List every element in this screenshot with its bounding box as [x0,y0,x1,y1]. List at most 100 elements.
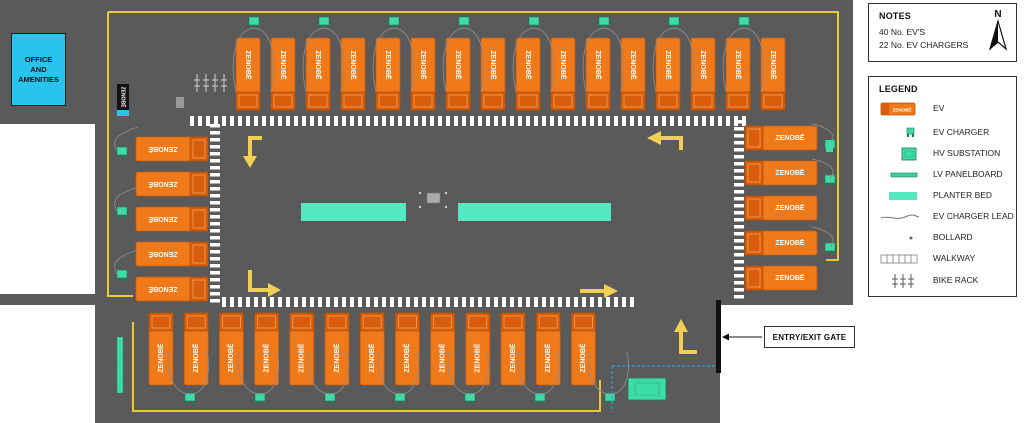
ev-charger-leg [396,25,398,28]
ev-brand-label: ZENOBĒ [699,50,707,80]
walkway-east [734,120,744,299]
ev-vehicle: ZENOBĒ [359,312,385,386]
ev-charger-leg [536,25,538,28]
walkway-stripe [210,299,220,303]
ev-brand-label: ZENOBĒ [349,50,357,80]
walkway-stripe [294,116,298,126]
walkway-stripe [734,197,744,201]
ev-cab [340,91,366,111]
office-label-line2: AND [30,64,47,74]
ev-charger-lead [302,27,325,93]
walkway-stripe [734,274,744,278]
ev-vehicle: ZENOBĒ [515,37,541,111]
walkway-stripe [702,116,706,126]
ev-charger-lead [722,27,745,93]
ev-brand-label: ZENOBĒ [148,145,178,153]
note-ev-count: 40 No. EV'S [879,27,926,37]
ev-brand-label: ZENOBĒ [559,50,567,80]
ev-cab [571,312,596,332]
legend-item-lv-panelboard: LV PANELBOARD [869,165,1016,185]
walkway-stripe [286,116,290,126]
walkway-stripe [598,116,602,126]
walkway-stripe [254,297,258,307]
central-equipment [426,192,441,204]
walkway-stripe [318,116,322,126]
ev-cab-window [468,315,488,329]
ev-charger [598,16,610,28]
ev-charger [184,392,196,404]
ev-vehicle: ZENOBĒ [744,195,818,221]
ev-charger [248,16,260,28]
ev-cab [359,312,385,332]
ev-brand-label: ZENOBĒ [734,50,742,80]
bike-rack [194,74,227,92]
legend-label-walkway: WALKWAY [933,253,976,263]
walkway-stripe [358,116,362,126]
walkway-stripe [462,116,466,126]
ev-charger-lead [189,351,209,395]
off-site-area [720,305,860,423]
walkway-stripe [278,116,282,126]
yellow-boundary-line-south [132,322,601,412]
ev-cab-window [483,94,503,108]
ev-cab-window [378,94,398,108]
ev-cab-window [186,315,206,329]
walkway-stripe [734,211,744,215]
ev-vehicle: ZENOBĒ [725,37,751,111]
walkway-stripe [210,285,220,289]
note-charger-count: 22 No. EV CHARGERS [879,40,969,50]
walkway-stripe [510,297,514,307]
hv-substation-symbol-icon [901,147,917,161]
ev-vehicle: ZENOBĒ [135,206,209,232]
entry-exit-gate-label: ENTRY/EXIT GATE [764,326,855,348]
walkway-stripe [366,116,370,126]
ev-vehicle: ZENOBĒ [744,125,818,151]
adjacent-building [0,124,95,294]
walkway-stripe [646,116,650,126]
zenobe-sign-base [117,110,129,116]
walkway-stripe [262,297,266,307]
ev-vehicle: ZENOBĒ [480,37,506,111]
ev-charger-leg [192,401,194,404]
ev-charger-leg [542,401,544,404]
walkway-stripe [534,297,538,307]
walkway-stripe [734,239,744,243]
legend-label-bollard: BOLLARD [933,232,973,242]
walkway-stripe [446,297,450,307]
ev-charger-leg [460,25,462,28]
ev-charger-unit [528,16,540,26]
walkway-stripe [382,297,386,307]
ev-charger-unit [318,16,330,26]
ev-charger-leg [670,25,672,28]
ev-vehicle: ZENOBĒ [655,37,681,111]
walkway-stripe [210,250,220,254]
walkway-stripe [502,116,506,126]
ev-charger-lead [442,27,465,93]
walkway-stripe [238,297,242,307]
ev-cab [655,91,681,111]
ev-cab-window [747,233,761,253]
walkway-stripe [734,141,744,145]
ev-cab [500,312,526,332]
ev-cab-window [192,139,206,159]
ev-charger-leg [746,25,748,28]
ev-cab [744,230,764,256]
walkway-stripe [454,297,458,307]
yellow-boundary-line-west [107,12,133,297]
walkway-stripe [582,297,586,307]
traffic-arrow-southwest [248,270,281,297]
walkway-stripe [438,116,442,126]
ev-charger-leg [396,401,398,404]
office-and-amenities-building: OFFICE AND AMENITIES [11,33,66,106]
walkway-stripe [406,116,410,126]
walkway-stripe [210,145,220,149]
walkway-stripe [734,204,744,208]
north-label: N [994,9,1001,20]
walkway-stripe [726,116,730,126]
hv-substation-inner [634,382,660,396]
walkway-stripe [398,297,402,307]
walkway-stripe [406,297,410,307]
walkway-stripe [470,297,474,307]
walkway-south [222,297,634,307]
walkway-stripe [486,297,490,307]
